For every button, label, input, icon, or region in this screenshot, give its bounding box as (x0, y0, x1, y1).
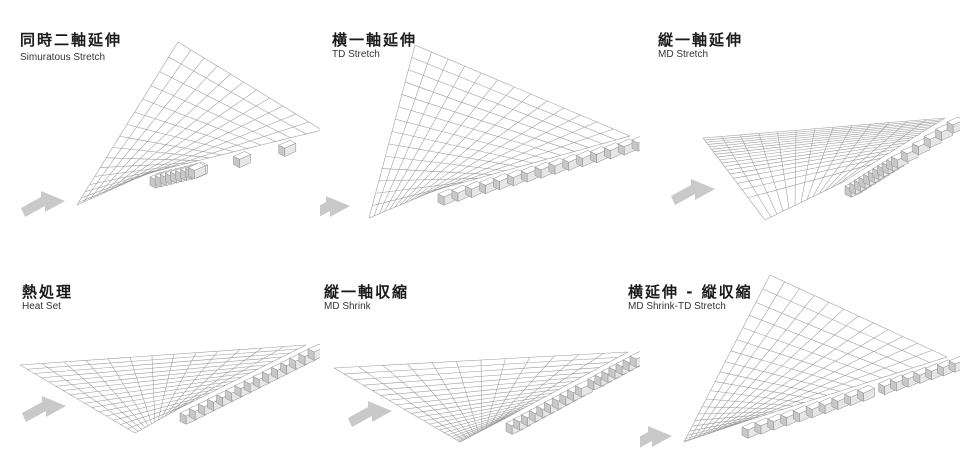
film-grid (368, 44, 631, 219)
panel-td-stretch: 横一軸延伸 TD Stretch (320, 0, 640, 235)
clip-chain (844, 116, 960, 198)
film-grid-diagram (19, 343, 320, 434)
film-grid-diagram (333, 351, 640, 443)
panel-title: 横延伸 - 縦収縮 (628, 283, 753, 301)
tenter-clip-icon (629, 351, 640, 368)
film-grid (333, 351, 629, 443)
panel-subtitle: MD Shrink-TD Stretch (628, 301, 726, 312)
panel-subtitle: TD Stretch (332, 49, 380, 60)
panel-title: 熱処理 (22, 283, 74, 301)
tenter-clip-icon (307, 343, 320, 361)
clip-chain (505, 351, 640, 435)
tenter-clip-icon (856, 384, 876, 402)
film-grid (702, 117, 946, 221)
tenter-clip-icon (520, 165, 539, 183)
panel-subtitle: MD Stretch (658, 49, 709, 60)
clip-chain (179, 343, 320, 425)
clip-chain (741, 355, 960, 439)
tenter-clip-icon (946, 116, 960, 134)
feed-direction-arrow-icon (671, 179, 715, 205)
film-grid-diagram (671, 116, 960, 221)
panel-heat-set: 熱処理 Heat Set (0, 235, 320, 470)
tenter-clip-icon (278, 139, 297, 157)
tenter-clip-icon (631, 136, 640, 152)
clip-chain (149, 139, 297, 189)
feed-direction-arrow-icon (640, 426, 672, 448)
panel-md-shrink-td-stretch: 横延伸 - 縦収縮 MD Shrink-TD Stretch (628, 235, 960, 470)
panel-subtitle: MD Shrink (324, 301, 371, 312)
panel-title: 横一軸延伸 (332, 31, 418, 49)
film-grid (19, 344, 307, 434)
panel-md-stretch: 縦一軸延伸 MD Stretch (640, 0, 960, 235)
feed-direction-arrow-icon (348, 401, 392, 427)
tenter-clip-icon (232, 151, 252, 169)
tenter-clip-icon (617, 138, 636, 156)
film-grid (683, 274, 948, 443)
feed-direction-arrow-icon (21, 191, 65, 217)
film-grid-diagram (640, 274, 960, 448)
panel-title: 縦一軸収縮 (324, 283, 410, 301)
panel-subtitle: Heat Set (22, 301, 61, 312)
feed-direction-arrow-icon (22, 396, 66, 422)
panel-md-shrink: 縦一軸収縮 MD Shrink (320, 235, 640, 470)
tenter-clip-icon (506, 169, 525, 187)
tenter-clip-icon (948, 355, 960, 373)
film-grid-diagram (320, 44, 640, 219)
tenter-clip-icon (187, 162, 206, 180)
panel-simultaneous-stretch: 同時二軸延伸 Simuratous Stretch (0, 0, 320, 235)
feed-direction-arrow-icon (320, 196, 350, 217)
panel-title: 同時二軸延伸 (20, 31, 123, 49)
clip-chain (437, 136, 640, 206)
film-grid-diagram (21, 41, 320, 217)
film-grid (76, 41, 320, 206)
panel-title: 縦一軸延伸 (658, 31, 744, 49)
panel-subtitle: Simuratous Stretch (20, 52, 106, 63)
